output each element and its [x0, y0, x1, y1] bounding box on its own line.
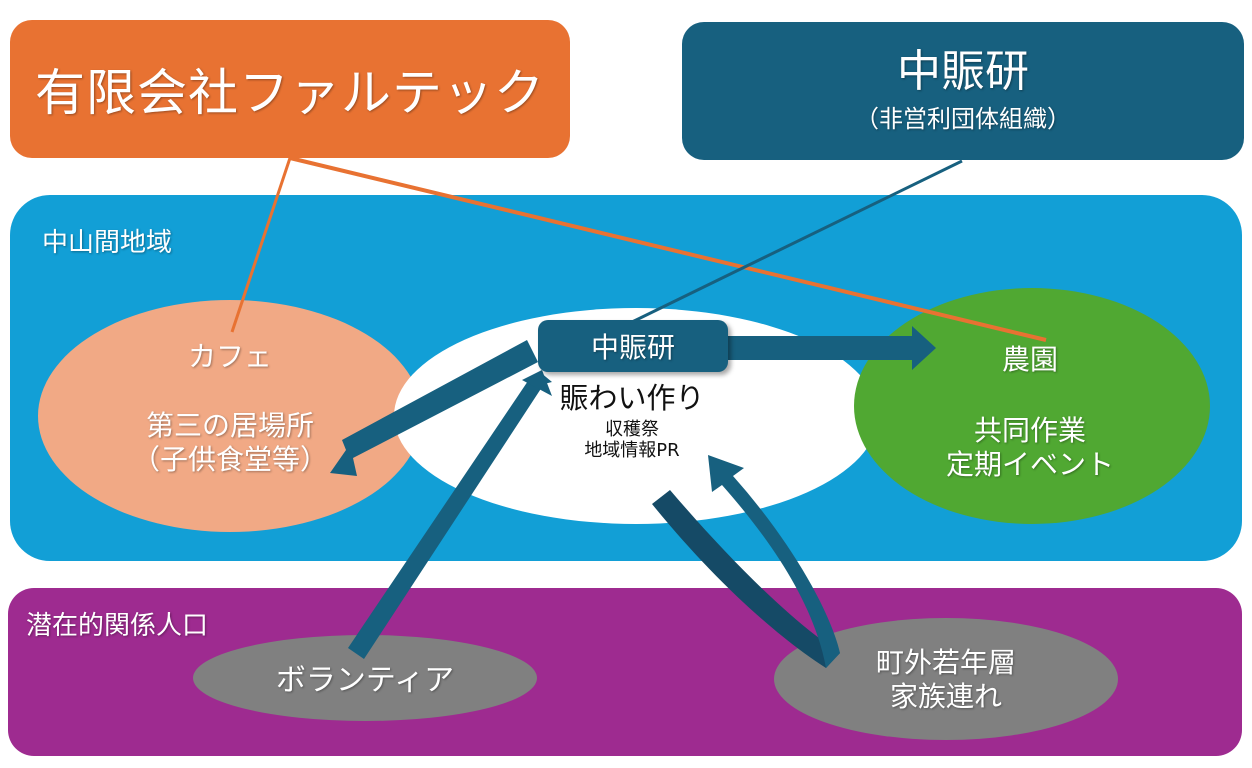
center-line1: 収穫祭 — [605, 418, 659, 440]
org-subtitle: （非営利団体組織） — [855, 104, 1071, 133]
farm-text: 農園 共同作業 定期イベント — [880, 338, 1180, 481]
cafe-ellipse — [38, 300, 422, 532]
arrow-young-curve-forward — [708, 455, 840, 668]
cafe-line2: （子供食堂等） — [131, 442, 328, 476]
org-box: 中賑研 （非営利団体組織） — [682, 22, 1244, 160]
young-text: 町外若年層 家族連れ — [796, 646, 1096, 713]
farm-line2: 定期イベント — [945, 447, 1114, 481]
company-to-cafe-line — [230, 157, 292, 333]
arrow-volunteer-to-center-head — [522, 370, 552, 396]
farm-ellipse — [854, 288, 1210, 524]
center-line2: 地域情報PR — [584, 440, 680, 462]
arrow-center-to-cafe — [330, 340, 538, 476]
volunteer-text: ボランティア — [215, 655, 515, 699]
volunteer-label: ボランティア — [275, 663, 455, 698]
company-to-farm-line — [289, 156, 1047, 342]
center-title: 賑わい作り — [559, 381, 705, 415]
cafe-line1: 第三の居場所 — [145, 409, 314, 442]
young-line2: 家族連れ — [889, 679, 1002, 713]
region-potential-label: 潜在的関係人口 — [26, 611, 209, 641]
cafe-text: カフェ 第三の居場所 （子供食堂等） — [80, 335, 380, 476]
center-badge: 中賑研 — [538, 320, 728, 372]
center-badge-label: 中賑研 — [590, 331, 675, 364]
cafe-title: カフェ — [187, 340, 272, 373]
arrow-center-to-farm — [720, 326, 936, 370]
young-line1: 町外若年層 — [875, 646, 1016, 679]
company-box: 有限会社ファルテック — [10, 20, 570, 158]
org-to-center-line — [631, 159, 963, 324]
arrow-young-curve-back — [652, 490, 840, 668]
company-name: 有限会社ファルテック — [35, 64, 545, 122]
center-text: 賑わい作り 収穫祭 地域情報PR — [532, 381, 732, 462]
region-middle-mountain-label: 中山間地域 — [42, 228, 173, 258]
volunteer-ellipse — [193, 635, 537, 721]
farm-line1: 共同作業 — [973, 414, 1086, 447]
org-title: 中賑研 — [897, 46, 1029, 98]
farm-title: 農園 — [1001, 343, 1058, 376]
arrow-volunteer-to-center — [348, 372, 552, 659]
young-ellipse — [774, 618, 1118, 740]
